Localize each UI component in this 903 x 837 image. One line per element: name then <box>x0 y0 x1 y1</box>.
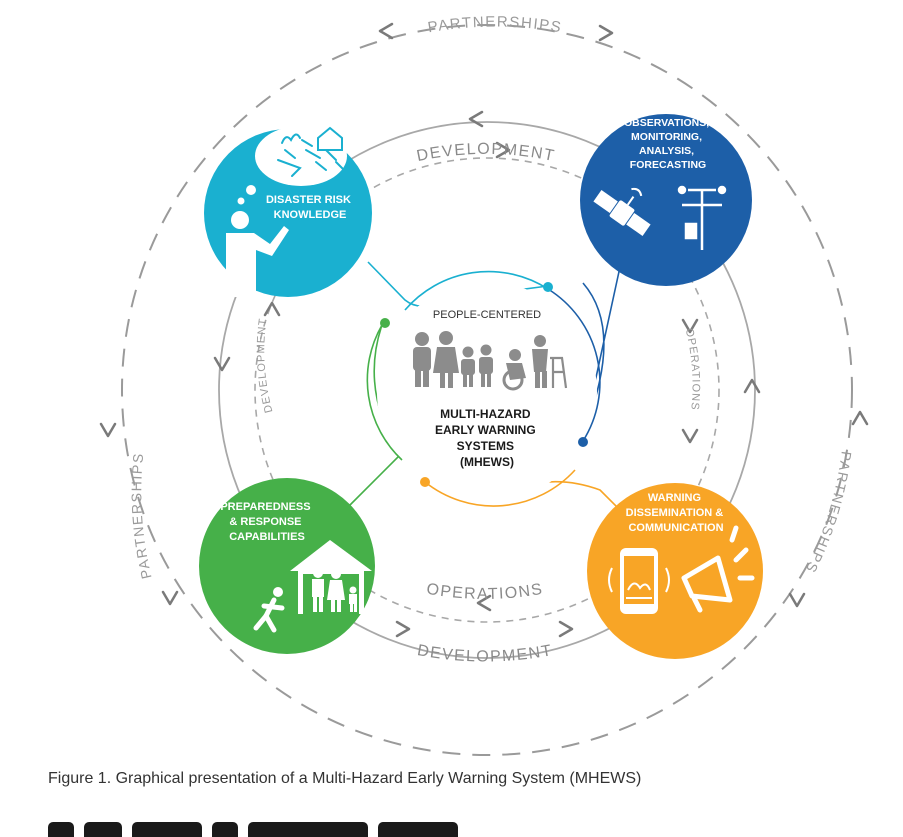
observations-title-line3: ANALYSIS, <box>639 145 694 157</box>
operations-label-bottom: OPERATIONS <box>425 581 543 603</box>
development-label-top: DEVELOPMENT <box>415 141 555 165</box>
center-arc-teal <box>404 270 549 311</box>
warning-title-line2: DISSEMINATION & <box>626 507 724 519</box>
running-person-icon <box>253 587 285 633</box>
people-centered-label: PEOPLE-CENTERED <box>433 309 541 321</box>
dot-orange <box>420 477 430 487</box>
center-title-line4: (MHEWS) <box>460 455 514 469</box>
svg-text:DEVELOPMENT: DEVELOPMENT <box>415 141 557 165</box>
partnerships-label-top: PARTNERSHIPS <box>427 14 562 37</box>
smartphone-icon <box>608 548 670 614</box>
thinking-person-icon <box>226 211 289 297</box>
observations-title-line2: MONITORING, <box>631 131 702 143</box>
knowledge-node: DISASTER RISK KNOWLEDGE <box>204 126 372 297</box>
development-label-bottom: DEVELOPMENT <box>416 642 553 665</box>
figure-caption: Figure 1. Graphical presentation of a Mu… <box>48 770 642 787</box>
observations-title-line4: FORECASTING <box>630 159 706 171</box>
svg-text:PARTNERSHIPS: PARTNERSHIPS <box>802 450 854 576</box>
preparedness-title-line2: & RESPONSE <box>229 516 301 528</box>
cut-off-heading <box>48 822 528 837</box>
knowledge-title-line1: DISASTER RISK <box>266 194 351 206</box>
center-arc-green <box>366 324 403 461</box>
partnerships-label-right: PARTNERSHIPS <box>802 450 853 576</box>
warning-node: WARNING DISSEMINATION & COMMUNICATION <box>587 483 763 659</box>
svg-text:OPERATIONS: OPERATIONS <box>425 581 544 603</box>
dot-blue <box>578 437 588 447</box>
weather-station-icon <box>677 185 727 250</box>
satellite-icon <box>593 187 651 236</box>
development-ring <box>218 121 756 659</box>
svg-text:MULTI-HAZARD EARLY WARNING: MULTI-HAZARD EARLY WARNING SYSTEMS (MHEW… <box>435 407 539 469</box>
hazard-scene-icon <box>277 126 345 177</box>
partnerships-arrows <box>99 22 869 608</box>
svg-text:WARNING DISSEMINATION &: WARNING DISSEMINATION & COMMUNICATION <box>626 492 727 534</box>
partnerships-ring <box>121 24 853 756</box>
center-arc-blue <box>547 288 601 442</box>
mhews-diagram: PARTNERSHIPS DEVELOPMENT DEVELOPMENT OPE… <box>99 14 869 756</box>
megaphone-icon <box>681 525 755 613</box>
ring-arrows <box>213 110 761 638</box>
dot-green <box>380 318 390 328</box>
svg-text:DISASTER RISK KNOWLEDGE: DISASTER RISK KNOWLEDGE <box>266 194 354 221</box>
operations-label-right: OPERATIONS <box>683 327 701 411</box>
preparedness-title-line3: CAPABILITIES <box>229 531 305 543</box>
knowledge-title-line2: KNOWLEDGE <box>274 209 347 221</box>
observations-node: OBSERVATIONS, MONITORING, ANALYSIS, FORE… <box>580 114 752 286</box>
svg-text:PARTNERSHIPS: PARTNERSHIPS <box>128 451 154 580</box>
preparedness-title-line1: PREPAREDNESS <box>220 501 310 513</box>
svg-text:OPERATIONS: OPERATIONS <box>683 327 702 411</box>
svg-text:OBSERVATIONS, MONITORING: OBSERVATIONS, MONITORING, ANALYSIS, FORE… <box>624 117 712 171</box>
development-label-left: DEVELOPMENT <box>255 317 274 414</box>
svg-text:PREPAREDNESS & RESPONSE: PREPAREDNESS & RESPONSE CAPABILITIES <box>220 501 313 543</box>
partnerships-label-left: PARTNERSHIPS <box>128 451 153 580</box>
svg-text:DEVELOPMENT: DEVELOPMENT <box>416 642 554 665</box>
center-title-line3: SYSTEMS <box>457 439 514 453</box>
center-title-line2: EARLY WARNING <box>435 423 536 437</box>
svg-text:DEVELOPMENT: DEVELOPMENT <box>255 317 275 414</box>
warning-title-line3: COMMUNICATION <box>628 522 723 534</box>
thought-bubble-icon <box>255 126 347 186</box>
observations-title-line1: OBSERVATIONS, <box>624 117 709 129</box>
operations-ring <box>254 157 720 623</box>
people-group-icon <box>413 331 568 391</box>
svg-text:PARTNERSHIPS: PARTNERSHIPS <box>427 14 564 37</box>
dot-teal <box>543 282 553 292</box>
center-arc-orange <box>424 469 576 507</box>
house-family-icon <box>290 540 372 614</box>
warning-title-line1: WARNING <box>648 492 701 504</box>
center-title-line1: MULTI-HAZARD <box>440 407 531 421</box>
preparedness-node: PREPAREDNESS & RESPONSE CAPABILITIES <box>199 478 375 654</box>
